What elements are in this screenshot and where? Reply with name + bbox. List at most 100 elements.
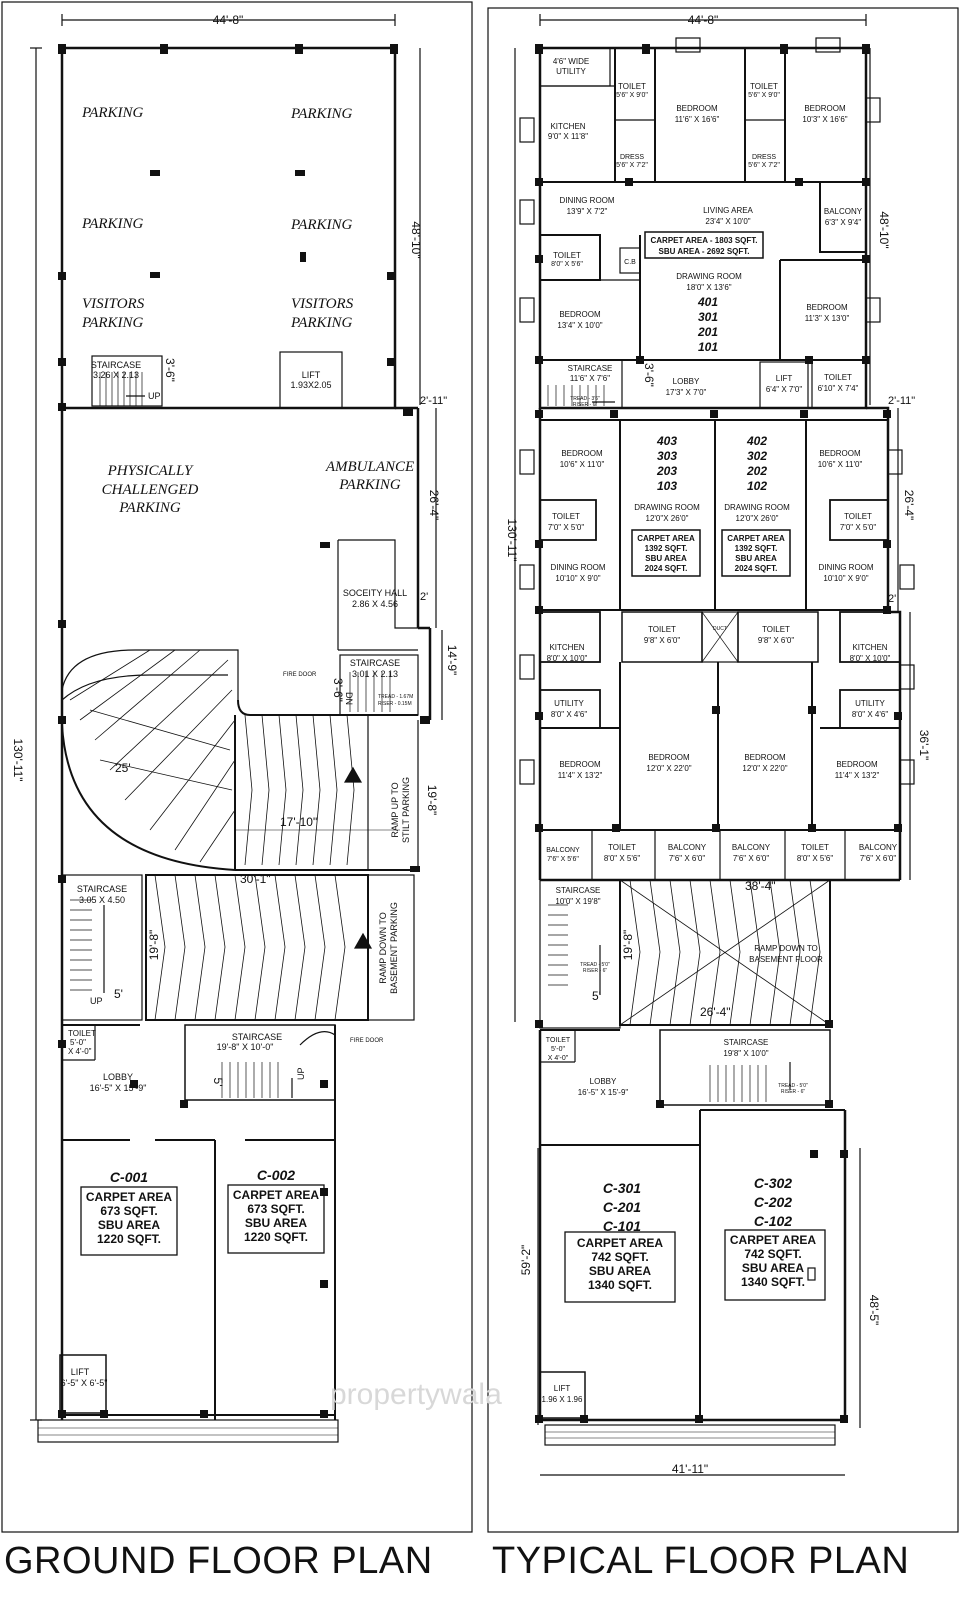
- t-bal-1: BALCONY: [824, 207, 863, 216]
- pc-parking-1: PHYSICALLY: [107, 463, 194, 479]
- ground-width-dim: 44'-8": [213, 13, 244, 27]
- flat-right-l2: 1392 SQFT.: [735, 544, 778, 553]
- g-up-1: UP: [148, 391, 161, 401]
- t-bdi-2: 12'0" X 22'0": [742, 764, 787, 773]
- flat-top-u2: 301: [698, 310, 718, 324]
- t-bdd-1: BEDROOM: [806, 303, 848, 312]
- shop-c302-l3: SBU AREA: [742, 1261, 805, 1275]
- t-bdj-1: BEDROOM: [836, 760, 878, 769]
- t-ul-1: UTILITY: [554, 699, 584, 708]
- shop-c001-l3: SBU AREA: [98, 1218, 161, 1232]
- g-fire-door-2: FIRE DOOR: [350, 1038, 384, 1044]
- typ-dim-landing: 5': [592, 989, 601, 1003]
- g-stair1-name: STAIRCASE: [91, 360, 141, 370]
- t-util-1: 4'6" WIDE: [553, 57, 589, 66]
- t-liv-2: 23'4" X 10'0": [705, 217, 750, 226]
- t-tread-a1: TREAD - 3'6": [570, 396, 600, 402]
- visitors-label-2: PARKING: [81, 315, 144, 331]
- t-dnl-1: DINING ROOM: [550, 563, 605, 572]
- t-tread-a2: RISER - 6": [573, 402, 598, 408]
- watermark: propertywala: [330, 1378, 502, 1411]
- t-b3-2: 7'6" X 6'0": [733, 854, 769, 863]
- g-fire-door-1: FIRE DOOR: [283, 672, 317, 678]
- t-bdf-2: 10'6" X 11'0": [818, 460, 863, 469]
- typ-height-dim: 130'-11": [505, 518, 519, 561]
- g-dn: DN: [344, 692, 354, 705]
- t-bda-1: BEDROOM: [676, 104, 718, 113]
- shop-c301-l4: 1340 SQFT.: [588, 1278, 652, 1292]
- ground-dim-4: 2': [420, 591, 428, 603]
- ground-dim-6: 19'-8": [425, 785, 439, 816]
- ground-sheet-border: [1, 1, 473, 1533]
- g-toilet-h: X 4'-0": [68, 1047, 92, 1056]
- g-stair4-name: STAIRCASE: [232, 1032, 282, 1042]
- t-bdh-2: 12'0" X 22'0": [646, 764, 691, 773]
- t-rd-1: RAMP DOWN TO: [754, 944, 818, 953]
- t-toh-1: TOILET: [762, 625, 790, 634]
- ground-dim-spiral: 25': [115, 761, 131, 775]
- t-tread-c1: TREAD - 5'0": [778, 1083, 808, 1089]
- t-b2-1: BALCONY: [668, 843, 707, 852]
- flat-right-u4: 102: [747, 479, 767, 493]
- t-toj-2: 8'0" X 5'6": [797, 854, 833, 863]
- t-tog-2: 9'8" X 6'0": [644, 636, 680, 645]
- shop-c302-n2: C-202: [754, 1194, 792, 1210]
- flat-top-u1: 401: [697, 295, 718, 309]
- shop-c002-l2: 673 SQFT.: [247, 1202, 304, 1216]
- t-lift-1: LIFT: [776, 374, 793, 383]
- t-ur-2: 8'0" X 4'6": [852, 710, 888, 719]
- typ-dim-stair: 3'-6": [642, 363, 656, 387]
- t-tread-c2: RISER - 6": [781, 1089, 806, 1095]
- flat-left-u3: 203: [656, 464, 677, 478]
- t-liv-1: LIVING AREA: [703, 206, 753, 215]
- visitors-label-1: VISITORS: [82, 296, 145, 312]
- t-bde-1: BEDROOM: [561, 449, 603, 458]
- g-ramp-up-2: STILT PARKING: [401, 777, 411, 843]
- t-bda-2: 11'6" X 16'6": [675, 115, 720, 124]
- pc-parking-2: CHALLENGED: [102, 482, 199, 498]
- t-toe-2: 7'0" X 5'0": [548, 523, 584, 532]
- t-ll-2: 16'-5" X 15'-9": [578, 1088, 629, 1097]
- t-bdb-1: BEDROOM: [804, 104, 846, 113]
- t-sl-2: 10'0" X 19'8": [555, 897, 600, 906]
- parking-label-3: PARKING: [81, 216, 144, 232]
- pc-parking-3: PARKING: [118, 500, 181, 516]
- typ-dim-ramp: 38'-4": [745, 879, 776, 893]
- t-ll-1: LOBBY: [590, 1077, 617, 1086]
- flat-right-u3: 202: [746, 464, 767, 478]
- t-drr-1: DRAWING ROOM: [724, 503, 790, 512]
- shop-c001-l1: CARPET AREA: [86, 1190, 173, 1204]
- ground-dim-stair2: 3'-6": [331, 678, 345, 702]
- t-tog-1: TOILET: [648, 625, 676, 634]
- g-hall-name: SOCEITY HALL: [343, 588, 407, 598]
- t-toc-2: 8'0" X 5'6": [551, 261, 583, 268]
- t-ur-1: UTILITY: [855, 699, 885, 708]
- flat-left-l1: CARPET AREA: [637, 534, 695, 543]
- g-ramp-down-2: BASEMENT PARKING: [389, 902, 399, 994]
- t-toe-1: TOILET: [552, 512, 580, 521]
- t-drr-2: 12'0"X 26'0": [736, 514, 779, 523]
- t-dra-2: 5'6" X 7'2": [616, 162, 648, 169]
- t-tob-1: TOILET: [750, 82, 778, 91]
- shop-c301-l3: SBU AREA: [589, 1264, 652, 1278]
- t-bdb-2: 10'3" X 16'6": [802, 115, 847, 124]
- t-b4-1: BALCONY: [859, 843, 898, 852]
- t-kl-1: KITCHEN: [549, 643, 584, 652]
- t-lfl-2: 1.96 X 1.96: [542, 1395, 583, 1404]
- t-toj-1: TOILET: [801, 843, 829, 852]
- t-sl2-2: 19'8" X 10'0": [723, 1049, 768, 1058]
- t-bdc-1: BEDROOM: [559, 310, 601, 319]
- g-stair2-size: 3.01 X 2.13: [352, 669, 398, 679]
- typical-sheet-border: [487, 7, 959, 1533]
- t-bal-2: 6'3" X 9'4": [825, 218, 861, 227]
- typ-dim-6: 48'-5": [867, 1295, 881, 1326]
- g-stair3-size: 3.05 X 4.50: [79, 895, 125, 905]
- t-tread-b2: RISER - 6": [583, 968, 608, 974]
- t-drb-1: DRESS: [752, 154, 776, 161]
- t-b2-2: 7'6" X 6'0": [669, 854, 705, 863]
- t-lob-2: 17'3" X 7'0": [666, 388, 707, 397]
- t-tok-3: X 4'-0": [548, 1055, 569, 1062]
- shop-c002-l1: CARPET AREA: [233, 1188, 320, 1202]
- t-cb: C.B: [624, 259, 636, 266]
